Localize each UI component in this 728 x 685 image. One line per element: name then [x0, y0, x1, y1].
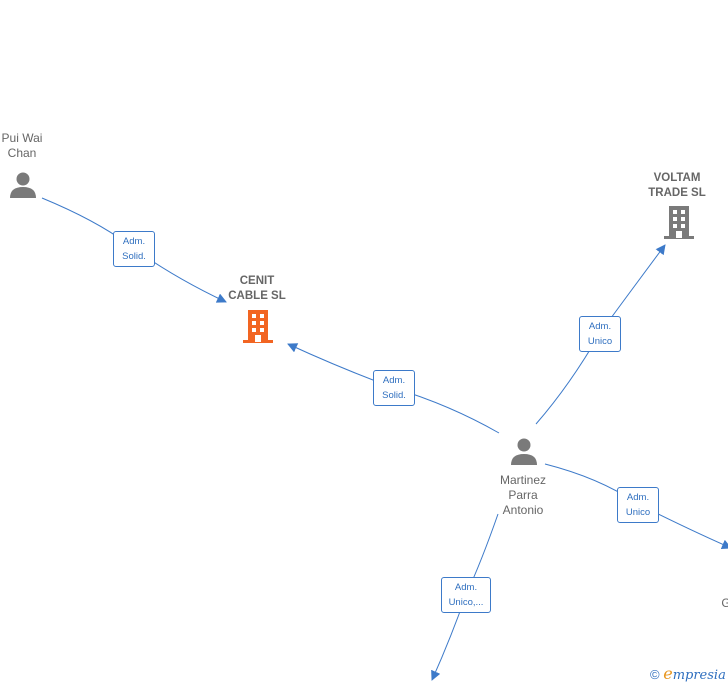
building-icon[interactable]: [664, 206, 694, 239]
node-label-partial-right[interactable]: G: [721, 596, 728, 610]
node-label-martinez-parra-antonio[interactable]: Martinez Parra Antonio: [499, 473, 546, 517]
copyright-symbol: ©: [650, 667, 660, 682]
edge-label-adm-unico[interactable]: Adm. Unico: [579, 316, 621, 352]
edge-label-adm-solid[interactable]: Adm. Solid.: [113, 231, 155, 267]
person-icon[interactable]: [10, 172, 36, 199]
empresia-logo: empresia: [663, 664, 726, 683]
empresia-watermark: © empresia: [650, 664, 726, 683]
building-icon[interactable]: [243, 310, 273, 343]
node-label-pui-wai-chan[interactable]: Pui Wai Chan: [1, 131, 43, 160]
edge-label-adm-solid[interactable]: Adm. Solid.: [373, 370, 415, 406]
person-icon[interactable]: [511, 438, 537, 466]
edge-label-adm-unico-more[interactable]: Adm. Unico,...: [441, 577, 491, 613]
node-label-cenit-cable[interactable]: CENIT CABLE SL: [228, 275, 286, 302]
node-label-voltam-trade[interactable]: VOLTAM TRADE SL: [648, 172, 706, 199]
edge-label-adm-unico[interactable]: Adm. Unico: [617, 487, 659, 523]
